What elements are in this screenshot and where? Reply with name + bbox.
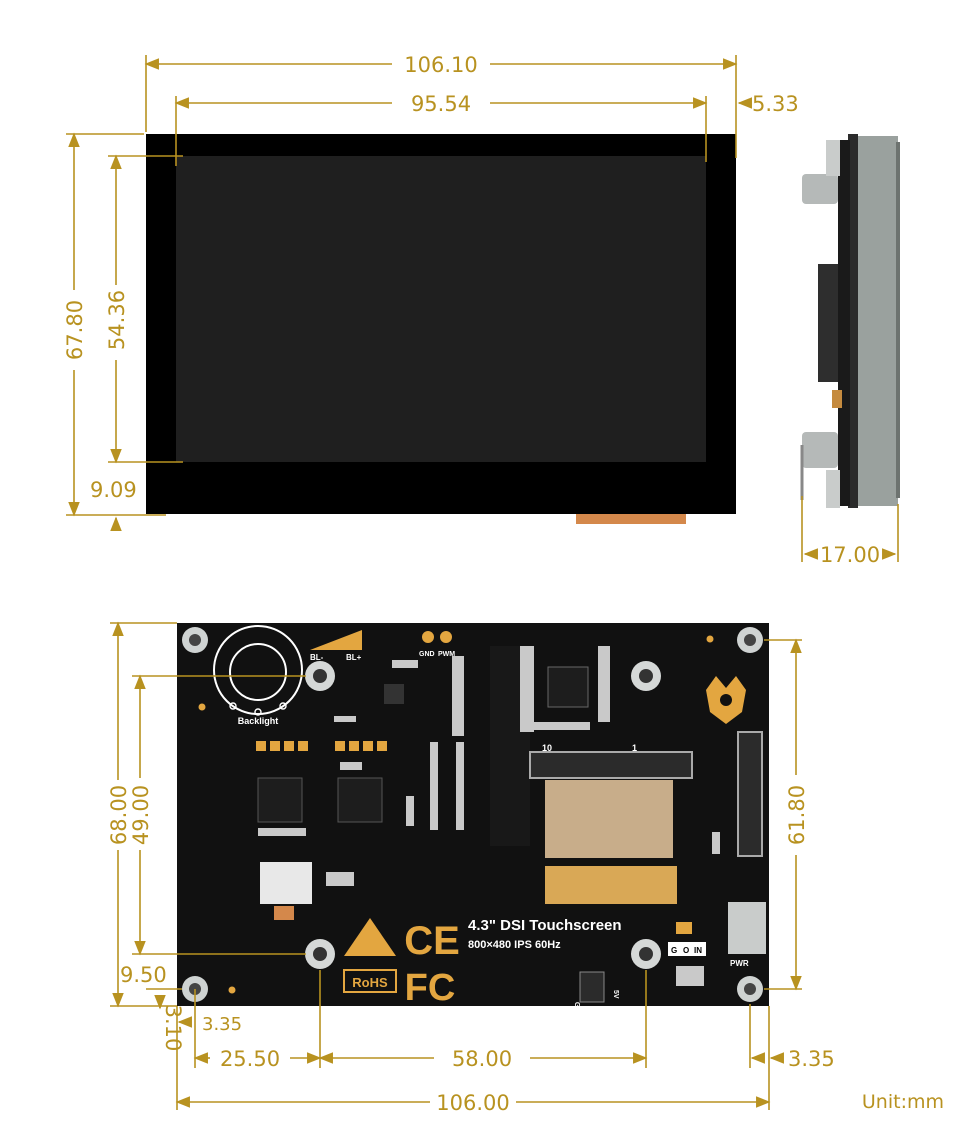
ribbon-stiffener <box>545 866 677 904</box>
silk-pwm: PWM <box>438 651 455 658</box>
side-usb-c-connector <box>802 432 838 468</box>
side-pcb <box>838 140 850 506</box>
standoff-left-top <box>305 661 335 691</box>
fc-mark: FC <box>405 967 456 1009</box>
dim-bottom-hole-offset: 3.10 <box>161 1005 185 1052</box>
backlight-ramp-icon <box>310 630 362 650</box>
backlight-potentiometer <box>213 625 303 716</box>
display-active-area <box>176 156 706 462</box>
dim-hole-height-right: 61.80 <box>785 785 809 845</box>
dim-bottom-bezel: 9.09 <box>90 478 137 502</box>
dim-board-width: 106.00 <box>436 1091 509 1115</box>
silk-o: O <box>683 946 689 955</box>
ce-mark: CE <box>404 919 460 963</box>
ic-middle <box>337 777 383 823</box>
side-glass-layer <box>848 134 858 508</box>
unit-label: Unit:mm <box>862 1091 944 1113</box>
silk-bl-minus: BL- <box>310 653 324 662</box>
dim-display-height: 54.36 <box>105 290 129 350</box>
back-view: Backlight BL- BL+ GND PWM <box>107 621 835 1115</box>
side-component <box>832 390 842 408</box>
silk-in: IN <box>694 946 702 955</box>
side-view: 17.00 <box>800 134 900 567</box>
regulator-label-box <box>668 942 706 956</box>
side-mount-post-top <box>826 140 840 176</box>
usb-c-port <box>728 902 766 954</box>
dsi-fpc-connector <box>529 751 693 779</box>
power-header <box>579 971 605 1003</box>
ic-left <box>257 777 303 823</box>
front-view: 106.10 95.54 5.33 67.80 54.36 9.09 <box>63 53 799 531</box>
mount-hole-bottom-right <box>737 976 763 1002</box>
smd-components <box>258 646 720 986</box>
silk-title: 4.3" DSI Touchscreen <box>468 917 622 934</box>
silk-conn-10: 10 <box>542 743 552 753</box>
touch-fpc-connector <box>737 731 763 857</box>
side-mount-post-bottom <box>826 470 840 508</box>
pin-header-left <box>256 741 308 751</box>
silk-bl-plus: BL+ <box>346 653 362 662</box>
standoff-left-bottom <box>305 939 335 969</box>
side-fpc-connector <box>818 264 838 382</box>
silk-backlight: Backlight <box>238 716 279 726</box>
mount-hole-top-right <box>737 627 763 653</box>
side-usb-connector-top <box>802 174 838 204</box>
side-extension-lines <box>801 496 899 562</box>
silk-conn-1: 1 <box>632 743 637 753</box>
gnd-pad <box>422 631 434 643</box>
silk-gnd: GND <box>419 651 435 658</box>
ic-controller <box>547 666 589 708</box>
silk-subtitle: 800×480 IPS 60Hz <box>468 939 561 951</box>
esd-warning-icon <box>344 918 396 956</box>
rohs-badge <box>343 969 397 993</box>
dim-left-hole-inset: 3.35 <box>202 1014 242 1035</box>
dim-hole-height-left: 49.00 <box>129 785 153 845</box>
backlight-connector <box>260 862 312 904</box>
fpc-tail <box>576 514 686 524</box>
dim-outer-height: 67.80 <box>63 300 87 360</box>
rohs-text: RoHS <box>352 975 388 990</box>
pin-header-right <box>335 741 387 751</box>
corner-fiducials <box>198 635 714 994</box>
silk-g: G <box>671 946 677 955</box>
side-frame-edge <box>896 142 900 498</box>
dim-left-hole-offset: 9.50 <box>120 963 167 987</box>
silk-gnd-vertical: GND <box>573 1002 580 1018</box>
dim-right-bezel: 5.33 <box>752 92 799 116</box>
dim-board-height: 68.00 <box>107 785 131 845</box>
silk-pwr: PWR <box>730 959 749 968</box>
dim-thickness: 17.00 <box>820 543 880 567</box>
brand-logo <box>706 676 746 724</box>
dim-display-width: 95.54 <box>411 92 471 116</box>
backlight-fuse <box>274 906 294 920</box>
dim-hole-span-mid: 58.00 <box>452 1047 512 1071</box>
pwm-pad <box>440 631 452 643</box>
regulator-pad <box>676 922 692 934</box>
silk-5v: 5V <box>612 990 619 999</box>
dsi-ribbon-cable <box>545 780 673 858</box>
standoff-right-bottom <box>631 939 661 969</box>
mount-hole-top-left <box>182 627 208 653</box>
dim-hole-span-left: 25.50 <box>220 1047 280 1071</box>
side-metal-frame <box>858 136 898 506</box>
dim-outer-width: 106.10 <box>404 53 477 77</box>
standoff-right-top <box>631 661 661 691</box>
dim-right-hole-inset: 3.35 <box>788 1047 835 1071</box>
ic-small <box>384 684 404 704</box>
